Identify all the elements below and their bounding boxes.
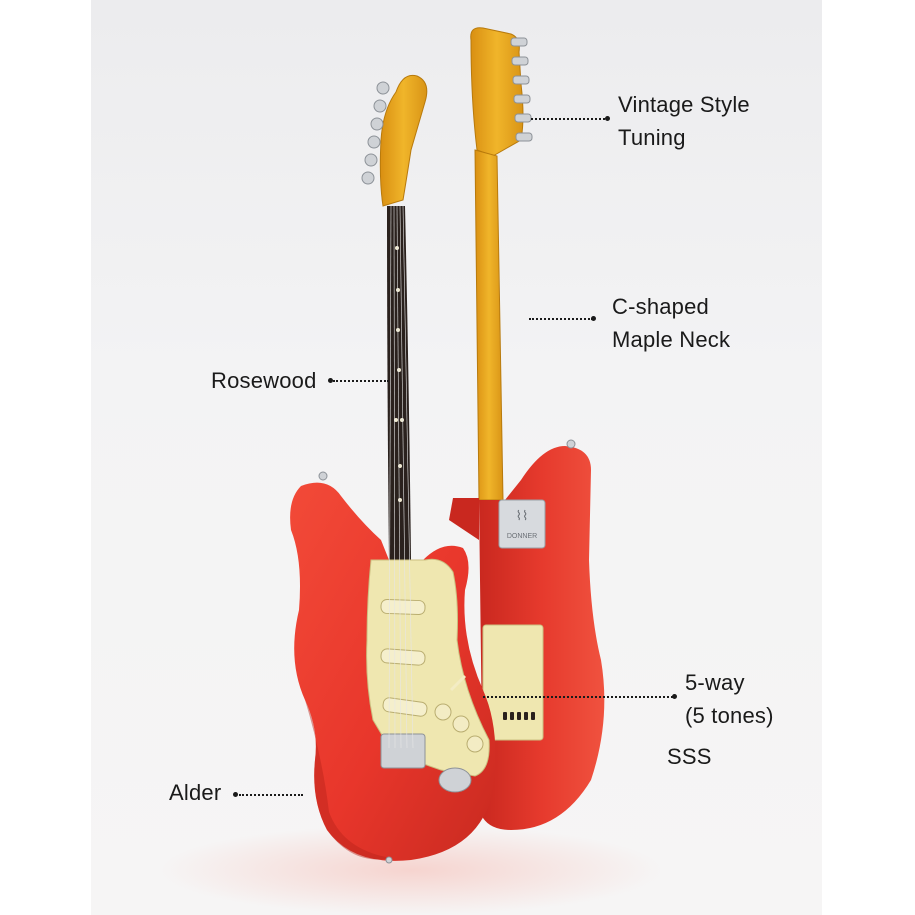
guitar-front-view — [290, 74, 496, 864]
floor-reflection — [161, 825, 661, 915]
neck-plate-brand: DONNER — [507, 533, 537, 540]
tuning-callout-line2: Tuning — [618, 125, 686, 150]
output-jack — [438, 767, 472, 793]
pickups-callout: SSS — [667, 744, 712, 769]
body-leader-line — [239, 794, 303, 796]
front-strap-pin — [318, 471, 328, 481]
back-cover-plate — [482, 624, 544, 741]
back-body-edge — [449, 498, 479, 540]
sss-pickups — [380, 598, 428, 717]
front-tuners — [361, 81, 390, 185]
tuning-leader-line — [531, 118, 605, 120]
front-bottom-pin — [385, 856, 393, 864]
back-headstock — [470, 27, 524, 157]
body-callout: Alder — [169, 780, 222, 805]
rosewood-fretboard — [387, 206, 411, 560]
back-strap-pin — [566, 439, 576, 449]
guitar-illustration: ⌇⌇ DONNER — [161, 27, 661, 915]
selector-switch — [449, 674, 467, 692]
tremolo-bridge — [380, 733, 426, 769]
control-knobs — [434, 703, 484, 753]
back-tuners — [510, 37, 533, 142]
body-shadow — [305, 700, 391, 860]
tuning-leader-dot — [605, 116, 610, 121]
tuning-callout: Vintage Style Tuning — [618, 88, 750, 154]
product-scene: ⌇⌇ DONNER — [91, 0, 822, 915]
switch-callout: 5-way (5 tones) — [685, 666, 774, 732]
fretboard-callout: Rosewood — [211, 368, 317, 393]
switch-callout-line2: (5 tones) — [685, 703, 774, 728]
back-neck — [474, 149, 504, 501]
guitar-back-view: ⌇⌇ DONNER — [449, 27, 605, 830]
neck-callout-line2: Maple Neck — [612, 327, 731, 352]
fretboard-leader-dot — [328, 378, 333, 383]
neck-leader-dot — [591, 316, 596, 321]
strings — [388, 205, 414, 749]
neck-callout: C-shaped Maple Neck — [612, 290, 730, 356]
switch-leader-dot — [672, 694, 677, 699]
front-headstock — [379, 74, 428, 207]
fretboard-leader-line — [333, 380, 389, 382]
neck-leader-line — [529, 318, 593, 320]
body-leader-dot — [233, 792, 238, 797]
neck-plate — [498, 499, 546, 549]
tuning-callout-line1: Vintage Style — [618, 92, 750, 117]
neck-plate-logo-icon: ⌇⌇ — [516, 509, 529, 524]
back-spring-holes — [503, 712, 535, 720]
neck-callout-line1: C-shaped — [612, 294, 709, 319]
switch-callout-line1: 5-way — [685, 670, 745, 695]
switch-leader-line — [483, 696, 673, 698]
